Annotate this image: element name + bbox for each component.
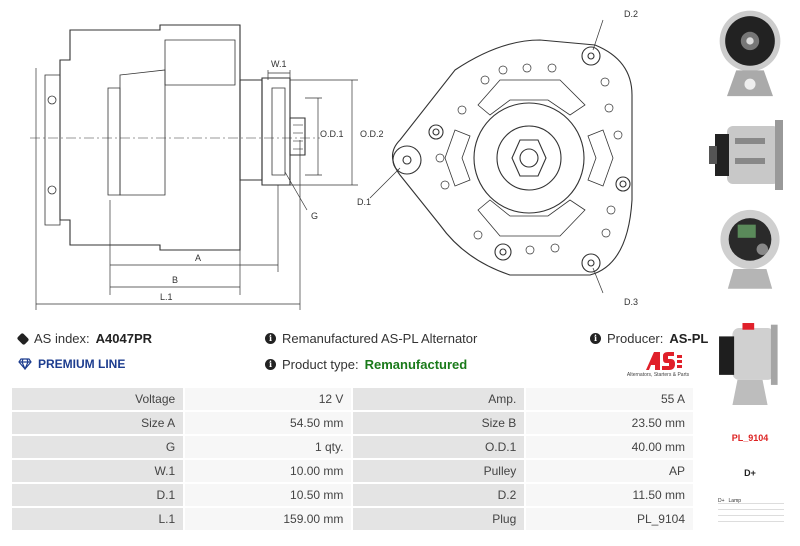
lamp-row — [718, 510, 784, 516]
table-row: Size A 54.50 mm Size B 23.50 mm — [12, 412, 693, 434]
product-type-value: Remanufactured — [364, 357, 468, 372]
spec-value: 11.50 mm — [526, 484, 693, 506]
dim-label-a: A — [195, 253, 201, 263]
spec-value: 54.50 mm — [185, 412, 352, 434]
lamp-row-function: Lamp — [728, 498, 742, 504]
premium-line-row: PREMIUM LINE — [18, 357, 125, 371]
diamond-icon — [18, 358, 32, 370]
info-icon: i — [265, 359, 276, 370]
lamp-row — [718, 516, 784, 522]
dim-label-d3: D.3 — [624, 297, 638, 307]
spec-value: 23.50 mm — [526, 412, 693, 434]
as-index-value: A4047PR — [95, 331, 153, 346]
product-type-row: i Product type: Remanufactured — [265, 357, 467, 372]
specs-table: Voltage 12 V Amp. 55 A Size A 54.50 mm S… — [10, 386, 695, 532]
product-gallery — [700, 0, 800, 546]
spec-label: Size B — [353, 412, 525, 434]
dim-label-w1: W.1 — [271, 59, 287, 69]
spec-value: AP — [526, 460, 693, 482]
spec-label: Plug — [353, 508, 525, 530]
dim-label-d1: D.1 — [357, 197, 371, 207]
as-pl-logo-mark — [646, 352, 682, 370]
product-description: Remanufactured AS-PL Alternator — [282, 331, 478, 346]
spec-value: 159.00 mm — [185, 508, 352, 530]
spec-value: 12 V — [185, 388, 352, 410]
spec-value: 10.50 mm — [185, 484, 352, 506]
spec-label: W.1 — [12, 460, 184, 482]
spec-label: Size A — [12, 412, 184, 434]
as-index-row: AS index: A4047PR — [16, 331, 153, 346]
dim-label-g: G — [311, 211, 318, 221]
premium-line-label: PREMIUM LINE — [38, 357, 126, 371]
spec-value: 10.00 mm — [185, 460, 352, 482]
producer-label: Producer: — [607, 331, 664, 346]
table-row: Voltage 12 V Amp. 55 A — [12, 388, 693, 410]
producer-value: AS-PL — [669, 331, 709, 346]
plug-label: PL_9104 — [731, 433, 769, 443]
as-index-label: AS index: — [34, 331, 90, 346]
product-type-label: Product type: — [282, 357, 359, 372]
info-icon: i — [590, 333, 601, 344]
dim-label-od1: O.D.1 — [320, 129, 344, 139]
dplus-label: D+ — [744, 468, 756, 478]
product-photo-side[interactable] — [705, 108, 795, 200]
producer-row: i Producer: AS-PL — [590, 331, 708, 346]
lamp-row-pin: D+ — [718, 498, 725, 504]
spec-label: D.1 — [12, 484, 184, 506]
as-pl-logo: Alternators, Starters & Parts — [616, 350, 700, 382]
product-photo-front[interactable] — [705, 6, 795, 98]
spec-label: D.2 — [353, 484, 525, 506]
product-photo-rear[interactable] — [705, 200, 795, 292]
spec-label: Amp. — [353, 388, 525, 410]
spec-value: 1 qty. — [185, 436, 352, 458]
dim-label-od2: O.D.2 — [360, 129, 384, 139]
dim-label-l1: L.1 — [160, 292, 173, 302]
spec-label: G — [12, 436, 184, 458]
table-row: W.1 10.00 mm Pulley AP — [12, 460, 693, 482]
description-row: i Remanufactured AS-PL Alternator — [265, 331, 477, 346]
table-row: G 1 qty. O.D.1 40.00 mm — [12, 436, 693, 458]
spec-label: Pulley — [353, 460, 525, 482]
logo-tagline: Alternators, Starters & Parts — [626, 372, 690, 378]
product-photo-angle[interactable] — [705, 318, 795, 410]
spec-label: O.D.1 — [353, 436, 525, 458]
lamp-row — [718, 504, 784, 510]
table-row: L.1 159.00 mm Plug PL_9104 — [12, 508, 693, 530]
technical-drawing: W.1 O.D.1 O.D.2 G A B L.1 D.1 D.2 D.3 — [30, 9, 638, 310]
dim-label-b: B — [172, 275, 178, 285]
table-row: D.1 10.50 mm D.2 11.50 mm — [12, 484, 693, 506]
spec-value: 55 A — [526, 388, 693, 410]
lamp-row: D+ Lamp — [718, 498, 784, 504]
spec-value: 40.00 mm — [526, 436, 693, 458]
tag-icon — [16, 332, 30, 345]
spec-label: L.1 — [12, 508, 184, 530]
spec-label: Voltage — [12, 388, 184, 410]
info-icon: i — [265, 333, 276, 344]
spec-value: PL_9104 — [526, 508, 693, 530]
lamp-wiring-table: D+ Lamp — [718, 498, 784, 532]
dim-label-d2: D.2 — [624, 9, 638, 19]
